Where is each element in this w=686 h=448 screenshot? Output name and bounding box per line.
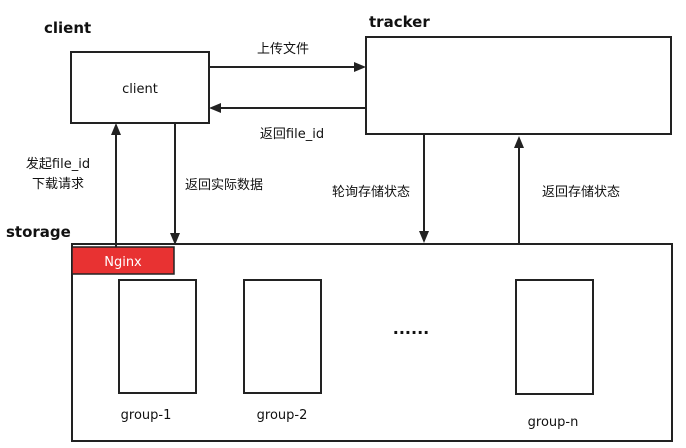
tracker-section-title: tracker (369, 13, 430, 31)
return-status-label: 返回存储状态 (542, 185, 620, 200)
return-file-id-arrowhead (209, 103, 221, 113)
return-file-id-label: 返回file_id (260, 127, 324, 142)
return-status-arrowhead (514, 136, 524, 148)
group-2-label: group-2 (257, 408, 308, 423)
group-1-label: group-1 (121, 408, 172, 423)
nginx-label: Nginx (104, 255, 142, 270)
tracker-box (365, 36, 672, 135)
group-n-box (515, 279, 594, 395)
storage-section-title: storage (6, 223, 71, 241)
client-box (70, 51, 210, 124)
download-request-label-line1: 发起file_id (26, 156, 90, 172)
return-data-arrowhead (170, 233, 180, 245)
nginx-tag (71, 246, 175, 275)
group-n-label: group-n (528, 415, 579, 430)
download-request-label-line2: 下载请求 (32, 177, 84, 192)
group-2-box (243, 279, 322, 394)
client-section-title: client (44, 19, 91, 37)
return-data-label: 返回实际数据 (185, 178, 263, 193)
ellipsis-dots: ...... (393, 319, 429, 338)
group-1-box (118, 279, 197, 394)
upload-arrowhead (354, 62, 366, 72)
client-box-label: client (122, 82, 158, 97)
upload-label: 上传文件 (257, 42, 309, 57)
download-request-arrowhead (111, 123, 121, 135)
poll-status-label: 轮询存储状态 (332, 185, 410, 200)
poll-status-arrowhead (419, 231, 429, 243)
